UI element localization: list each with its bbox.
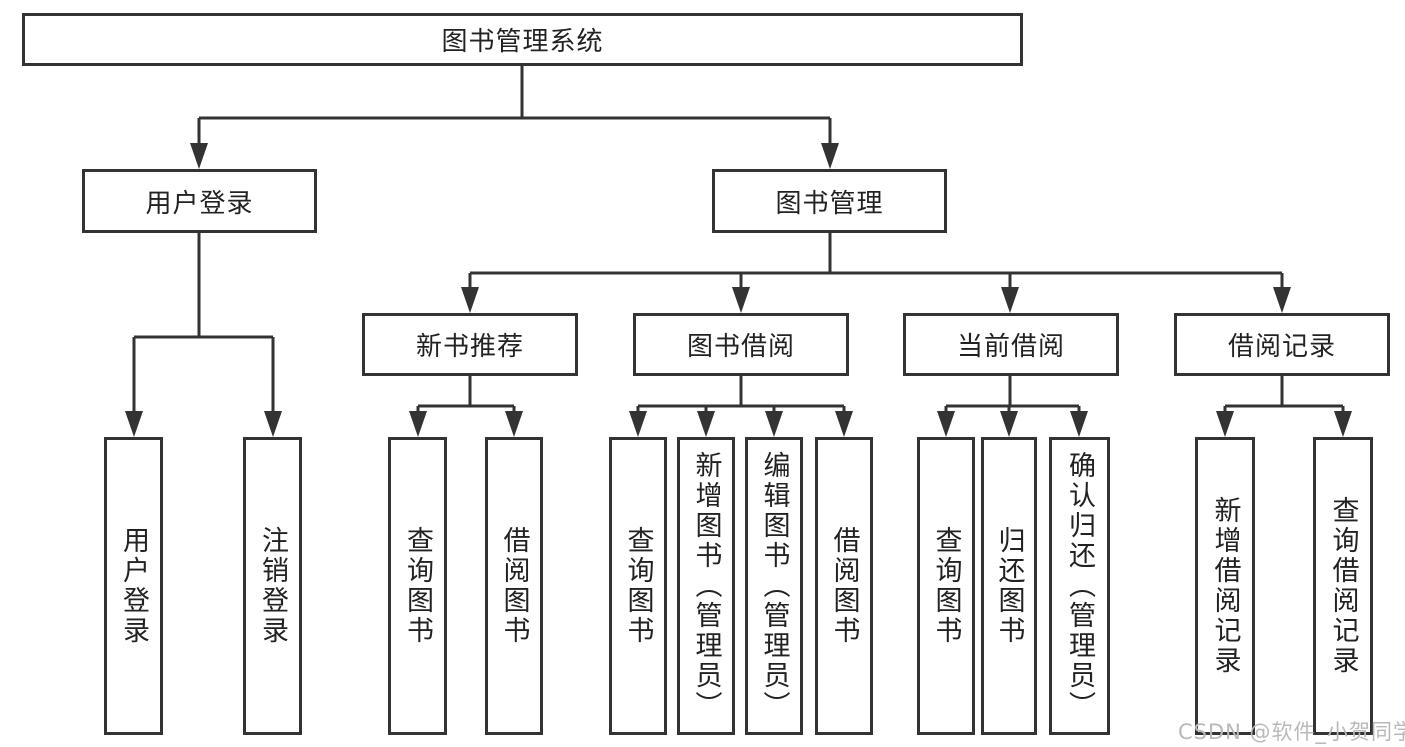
arrowhead-icon	[1216, 411, 1234, 437]
node-user-login: 用户登录	[82, 169, 317, 233]
node-label: 当前借阅	[956, 332, 1065, 362]
arrowhead-icon	[835, 411, 853, 437]
arrowhead-icon	[1000, 411, 1018, 437]
csdn-watermark: CSDN @软件_小贺同学	[1178, 720, 1405, 744]
node-label: 查询图书	[930, 526, 962, 646]
node-label: 借阅记录	[1227, 332, 1336, 362]
node-label: 图书管理系统	[441, 27, 604, 57]
node-label: 借阅图书	[498, 526, 530, 646]
node-label: 查询借阅记录	[1327, 496, 1359, 676]
arrowhead-icon	[190, 143, 208, 169]
node-label: 图书借阅	[686, 332, 795, 362]
node-label: 新增借阅记录	[1209, 496, 1241, 676]
arrowhead-icon	[125, 411, 143, 437]
leaf-return-books: 归还图书	[981, 437, 1037, 735]
node-label: 归还图书	[993, 526, 1025, 646]
leaf-user-login: 用户登录	[104, 437, 163, 735]
arrowhead-icon	[461, 287, 479, 313]
leaf-query-books-borrowing: 查询图书	[609, 437, 667, 735]
arrowhead-icon	[409, 411, 427, 437]
leaf-confirm-return-admin: 确认归还（管理员）	[1049, 437, 1110, 735]
leaf-borrow-books-recommend: 借阅图书	[485, 437, 543, 735]
arrowhead-icon	[1070, 411, 1088, 437]
arrowhead-icon	[732, 287, 750, 313]
leaf-add-books-admin: 新增图书（管理员）	[677, 437, 735, 735]
node-label: 图书管理	[775, 188, 884, 219]
node-label: 新书推荐	[415, 332, 524, 362]
leaf-query-books-recommend: 查询图书	[388, 437, 447, 735]
node-label: 用户登录	[118, 526, 149, 646]
arrowhead-icon	[937, 411, 955, 437]
node-label: 用户登录	[145, 188, 254, 219]
leaf-logout-login: 注销登录	[243, 437, 302, 735]
leaf-add-borrow-record: 新增借阅记录	[1195, 437, 1255, 735]
arrowhead-icon	[765, 411, 783, 437]
node-label: 借阅图书	[828, 526, 860, 646]
node-new-book-recommendation: 新书推荐	[362, 313, 578, 376]
leaf-query-borrow-record: 查询借阅记录	[1313, 437, 1373, 735]
node-label: 确认归还（管理员）	[1064, 451, 1095, 721]
arrowhead-icon	[1001, 287, 1019, 313]
arrowhead-icon	[821, 143, 839, 169]
node-book-borrowing: 图书借阅	[633, 313, 849, 376]
leaf-edit-books-admin: 编辑图书（管理员）	[745, 437, 803, 735]
node-borrowing-records: 借阅记录	[1174, 313, 1390, 376]
arrowhead-icon	[629, 411, 647, 437]
arrowhead-icon	[264, 411, 282, 437]
node-label: 新增图书（管理员）	[690, 451, 722, 721]
node-label: 注销登录	[257, 526, 288, 646]
leaf-query-books-current: 查询图书	[917, 437, 975, 735]
node-current-borrowing: 当前借阅	[903, 313, 1119, 376]
arrowhead-icon	[1273, 287, 1291, 313]
node-label: 编辑图书（管理员）	[758, 451, 790, 721]
arrowhead-icon	[505, 411, 523, 437]
arrowhead-icon	[697, 411, 715, 437]
node-label: 查询图书	[402, 526, 433, 646]
node-system-root: 图书管理系统	[22, 13, 1023, 66]
node-label: 查询图书	[622, 526, 654, 646]
node-book-management: 图书管理	[712, 169, 947, 233]
leaf-borrow-books-borrowing: 借阅图书	[815, 437, 873, 735]
arrowhead-icon	[1334, 411, 1352, 437]
